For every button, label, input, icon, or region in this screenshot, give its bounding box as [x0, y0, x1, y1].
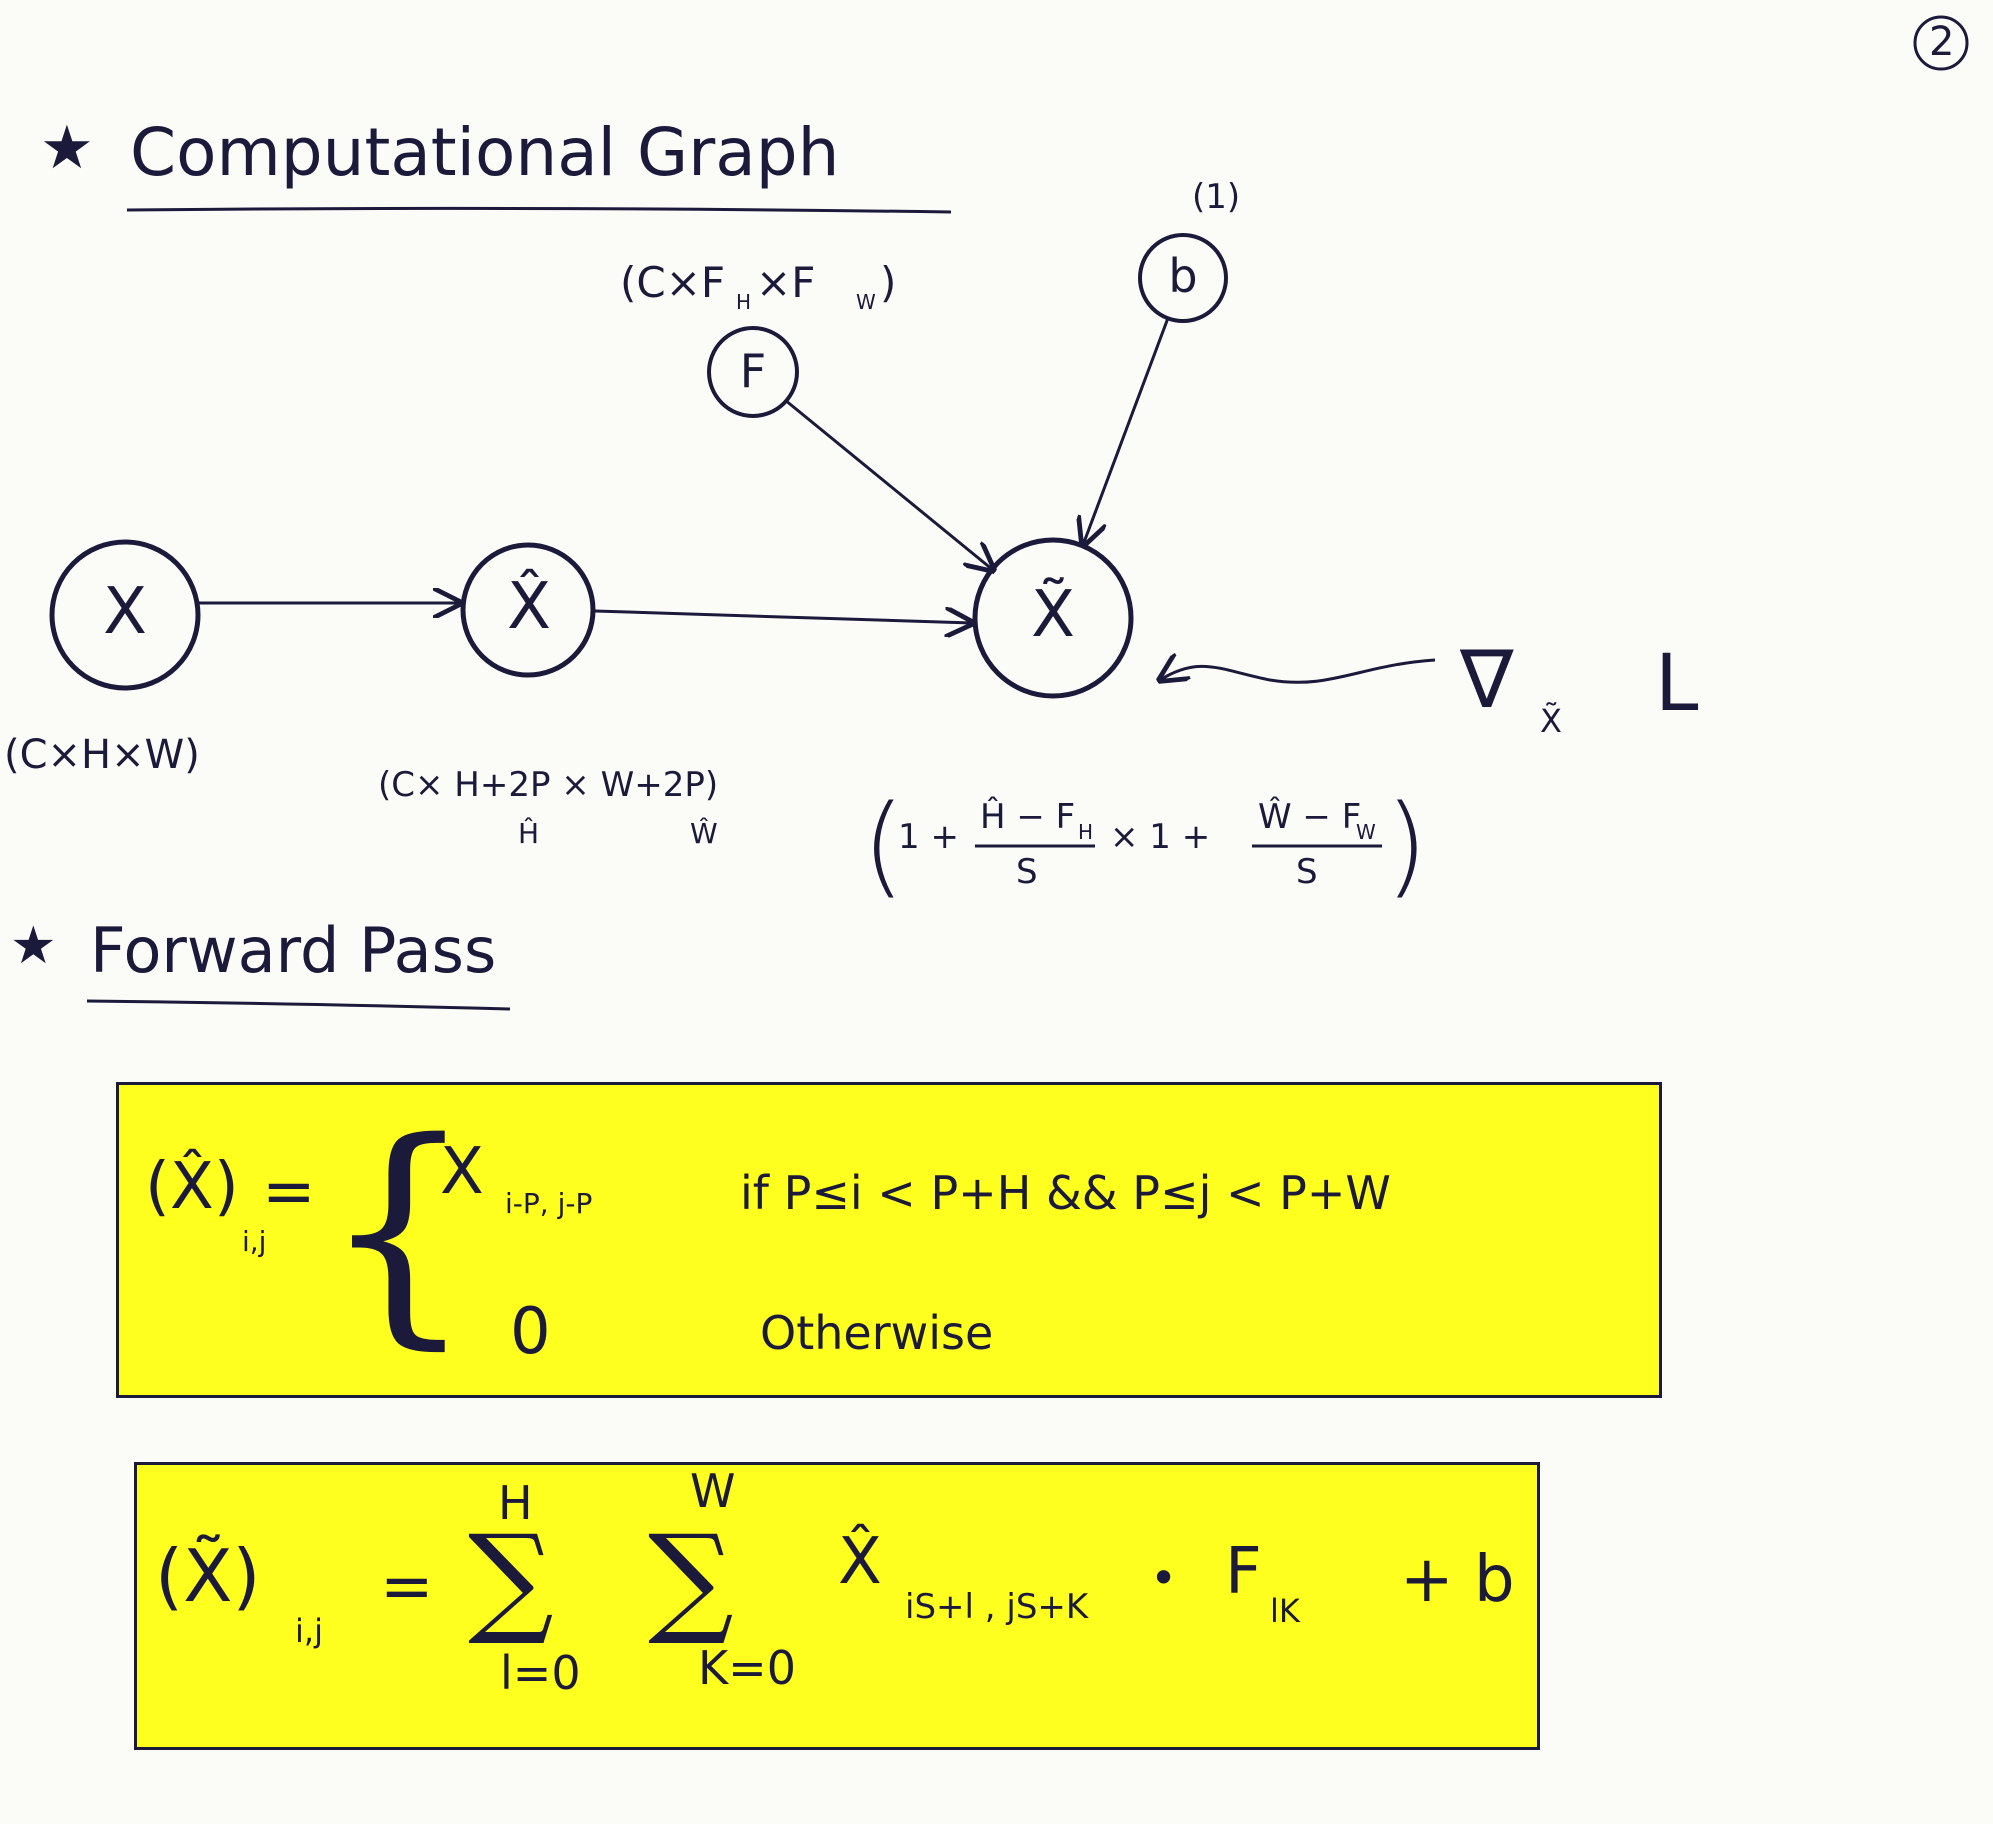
eq2-f-var: F [1225, 1535, 1262, 1609]
x-tilde-dims-den-a: S [1016, 852, 1038, 892]
node-x-hat-dims-w: Ŵ [690, 817, 718, 850]
x-tilde-dims-den-b: S [1296, 852, 1318, 892]
node-f-dims: (C×F [620, 258, 726, 307]
x-tilde-dims-lead: 1 + [898, 817, 959, 857]
eq1-case1-cond: if P≤i < P+H && P≤j < P+W [740, 1166, 1391, 1220]
eq1-brace: { [322, 1090, 475, 1370]
eq1-lhs-sub: i,j [242, 1225, 267, 1258]
node-x-symbol: X [103, 575, 147, 649]
edge-x-hat-to-x-tilde [594, 611, 972, 623]
x-tilde-dims-num-a: Ĥ − F [980, 797, 1076, 837]
eq2-sum1-top: H [498, 1476, 533, 1530]
x-tilde-dims-sub-w: W [1356, 820, 1376, 844]
node-f-symbol: F [739, 344, 767, 398]
node-x-tilde-symbol: X̃ [1031, 578, 1075, 652]
node-x-circle [49, 539, 201, 691]
node-x-hat-dims: (C× H+2P × W+2P) [378, 765, 719, 805]
page-number: 2 [1929, 19, 1955, 65]
node-x-hat-circle [460, 542, 596, 678]
gradient-sub: X̃ [1540, 702, 1562, 740]
x-tilde-dims-sub-h: H [1078, 820, 1094, 844]
forward-heading-underline [86, 999, 511, 1011]
eq1-lhs: (X̂) [145, 1150, 239, 1224]
graph-heading-underline [126, 206, 952, 214]
edge-b-to-x-tilde [1083, 317, 1170, 545]
star-bullet-icon: ★ [10, 916, 57, 976]
eq2-equals: = [380, 1550, 434, 1624]
eq1-case1-var: X [440, 1135, 484, 1209]
node-x-hat-symbol: X̂ [507, 570, 551, 644]
x-tilde-frac-line-a [975, 844, 1095, 848]
sum1-sigma-icon: ∑ [468, 1510, 554, 1649]
x-tilde-dims-times: × 1 + [1110, 817, 1211, 857]
sum2-sigma-icon: ∑ [648, 1510, 734, 1649]
eq2-sum2-top: W [690, 1464, 736, 1518]
eq1-case2-val: 0 [510, 1295, 551, 1369]
node-b-symbol: b [1168, 249, 1198, 303]
star-bullet-icon: ★ [40, 113, 94, 183]
computational-graph [49, 233, 1436, 699]
node-b-circle [1138, 233, 1228, 323]
eq2-dot: • [1150, 1551, 1178, 1605]
eq1-equals: = [262, 1155, 316, 1229]
eq2-f-sub: lK [1270, 1592, 1300, 1630]
eq1-case1-sub: i-P, j-P [505, 1187, 593, 1220]
eq2-plus-b: + b [1400, 1543, 1515, 1617]
node-f-dims-sub-h: H [736, 290, 752, 314]
gradient-loss: L [1655, 639, 1699, 729]
x-tilde-dims-num-b: Ŵ − F [1258, 797, 1362, 837]
x-tilde-dims-open-paren: ( [862, 781, 905, 909]
node-f-dims-close: ) [880, 258, 897, 307]
eq2-lhs: (X̃) [155, 1534, 261, 1618]
graph-heading: Computational Graph [130, 114, 840, 191]
gradient-arrow [1160, 660, 1436, 682]
node-f-circle [707, 326, 799, 418]
eq2-sum2-bottom: K=0 [698, 1641, 796, 1695]
node-f-dims-sub-w: W [856, 290, 876, 314]
equation-box-padding [116, 1082, 1662, 1398]
eq2-term-sub: iS+l , jS+K [905, 1587, 1089, 1627]
node-x-hat-dims-h: Ĥ [518, 817, 540, 850]
node-b-dims: (1) [1192, 177, 1241, 217]
x-tilde-frac-line-b [1252, 844, 1382, 848]
x-tilde-dims-close-paren: ) [1385, 781, 1428, 909]
eq2-term-var: X̂ [838, 1525, 882, 1599]
eq2-sum1-bottom: l=0 [500, 1646, 581, 1700]
edge-f-to-x-tilde [784, 398, 993, 570]
gradient-nabla: ∇ [1460, 633, 1514, 726]
page-number-circle [1913, 15, 1969, 71]
eq1-case2-cond: Otherwise [760, 1306, 994, 1360]
eq2-lhs-sub: i,j [295, 1612, 323, 1650]
node-x-dims: (C×H×W) [4, 732, 200, 778]
node-f-dims-mid: ×F [756, 258, 816, 307]
forward-heading: Forward Pass [90, 914, 497, 987]
equation-box-convolution [134, 1462, 1540, 1750]
